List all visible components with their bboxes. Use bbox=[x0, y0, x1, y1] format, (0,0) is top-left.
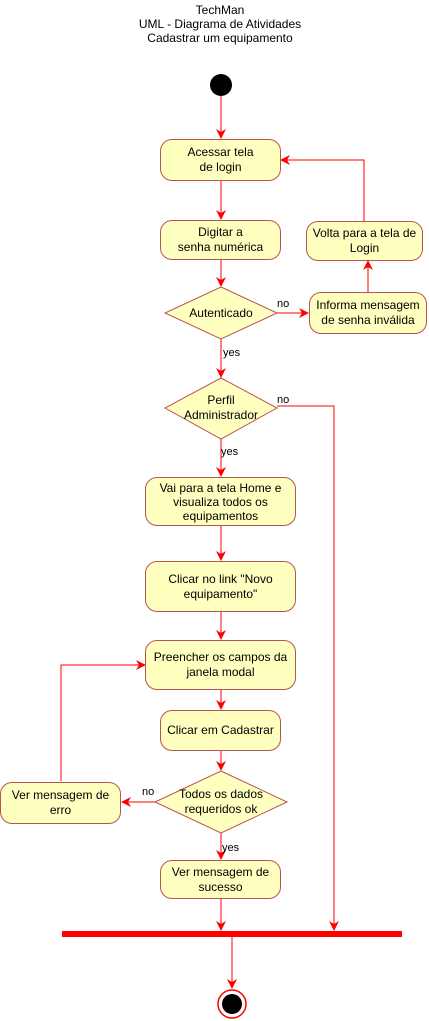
action-informa-senha-invalida: Informa mensagem de senha inválida bbox=[309, 292, 427, 334]
decision-todos-label: Todos os dados requeridos ok bbox=[178, 787, 264, 816]
edge-vererro-preencher bbox=[60, 660, 146, 781]
action-acessar-login: Acessar tela de login bbox=[160, 139, 281, 181]
action-clicar-novo: Clicar no link "Novo equipamento" bbox=[145, 561, 296, 612]
edge-label-yes-perfil: yes bbox=[221, 446, 239, 458]
start-node bbox=[210, 74, 232, 96]
end-node-inner bbox=[222, 994, 242, 1014]
decision-autenticado-label: Autenticado bbox=[189, 305, 253, 320]
action-ver-sucesso: Ver mensagem de sucesso bbox=[160, 860, 281, 899]
edge-label-no-autenticado: no bbox=[277, 298, 290, 310]
edge-label-no-perfil: no bbox=[277, 394, 290, 406]
action-digitar-senha: Digitar a senha numérica bbox=[160, 220, 281, 260]
action-volta-login: Volta para a tela de Login bbox=[306, 221, 423, 261]
edge-label-yes-autenticado: yes bbox=[223, 347, 241, 359]
action-preencher: Preencher os campos da janela modal bbox=[145, 640, 296, 690]
title-line-3: Cadastrar um equipamento bbox=[147, 31, 293, 45]
edge-label-no-todos: no bbox=[142, 786, 155, 798]
join-bar bbox=[62, 931, 402, 937]
title-line-1: TechMan bbox=[195, 3, 245, 17]
edge-label-yes-todos: yes bbox=[222, 842, 240, 854]
action-home: Vai para a tela Home e visualiza todos o… bbox=[145, 477, 296, 526]
decision-perfil-label: Perfil Administrador bbox=[183, 393, 259, 422]
action-clicar-cadastrar: Clicar em Cadastrar bbox=[160, 710, 281, 751]
end-node bbox=[217, 989, 247, 1019]
edge-volta-acessar bbox=[280, 155, 365, 221]
edge-perfil-join bbox=[277, 405, 339, 931]
action-ver-erro: Ver mensagem de erro bbox=[0, 782, 121, 824]
title-line-2: UML - Diagrama de Atividades bbox=[138, 17, 302, 31]
